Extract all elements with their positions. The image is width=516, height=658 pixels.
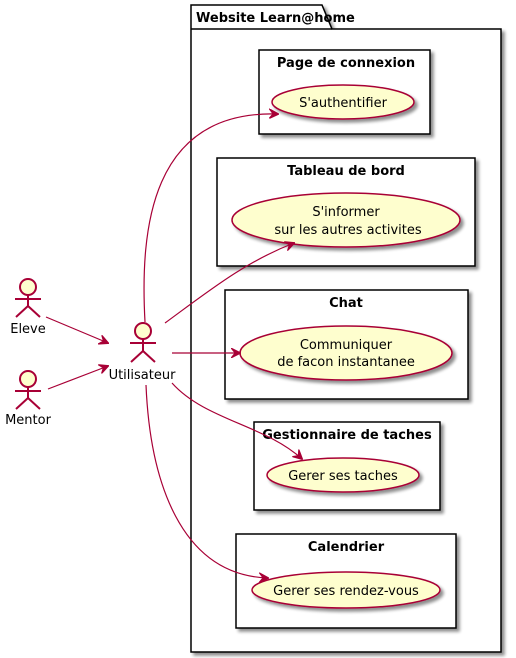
usecase-gerer-taches: Gerer ses taches [266, 457, 420, 493]
arrow-utilisateur-to-authentifier [143, 114, 278, 323]
actor-utilisateur-label: Utilisateur [109, 368, 177, 383]
usecase-communiquer-line1: Communiquer [300, 338, 393, 353]
rect-calendrier: Calendrier Gerer ses rendez-vous [235, 533, 457, 629]
rect-title-calendrier: Calendrier [308, 540, 385, 555]
usecase-authentifier: S'authentifier [271, 84, 415, 120]
usecase-communiquer: Communiquer de facon instantanee [239, 325, 453, 381]
actor-mentor: Mentor [5, 370, 52, 428]
usecase-rendez-vous-label: Gerer ses rendez-vous [273, 584, 419, 599]
usecase-informer: S'informer sur les autres activites [231, 192, 461, 248]
arrow-utilisateur-to-informer [164, 243, 294, 324]
rect-title-gestionnaire: Gestionnaire de taches [262, 428, 432, 443]
arrow-mentor-to-utilisateur [47, 366, 108, 390]
actor-eleve-icon [15, 278, 41, 318]
rect-gestionnaire-taches: Gestionnaire de taches Gerer ses taches [253, 421, 441, 511]
package-title: Website Learn@home [196, 11, 355, 26]
actor-utilisateur-icon [130, 322, 156, 363]
rect-title-chat: Chat [329, 296, 363, 311]
rect-title-page-connexion: Page de connexion [277, 56, 415, 71]
usecase-gerer-taches-label: Gerer ses taches [288, 469, 398, 484]
arrow-utilisateur-to-gerer-taches [171, 382, 302, 459]
actor-mentor-label: Mentor [5, 413, 52, 428]
rect-tableau-de-bord: Tableau de bord S'informer sur les autre… [216, 157, 476, 267]
usecase-informer-line2: sur les autres activites [274, 223, 421, 238]
rect-page-connexion: Page de connexion S'authentifier [258, 49, 431, 135]
rect-title-tableau-de-bord: Tableau de bord [287, 164, 405, 179]
usecase-rendez-vous: Gerer ses rendez-vous [251, 571, 441, 609]
actor-utilisateur: Utilisateur [109, 322, 177, 383]
usecase-communiquer-line2: de facon instantanee [277, 355, 415, 370]
usecase-authentifier-label: S'authentifier [299, 96, 388, 111]
actor-eleve-label: Eleve [10, 322, 46, 337]
arrow-eleve-to-utilisateur [45, 316, 108, 343]
actor-mentor-icon [15, 370, 41, 410]
rect-chat: Chat Communiquer de facon instantanee [224, 289, 469, 400]
arrow-utilisateur-to-rendez-vous [145, 384, 268, 578]
usecase-informer-line1: S'informer [312, 205, 380, 220]
actor-eleve: Eleve [10, 278, 46, 337]
